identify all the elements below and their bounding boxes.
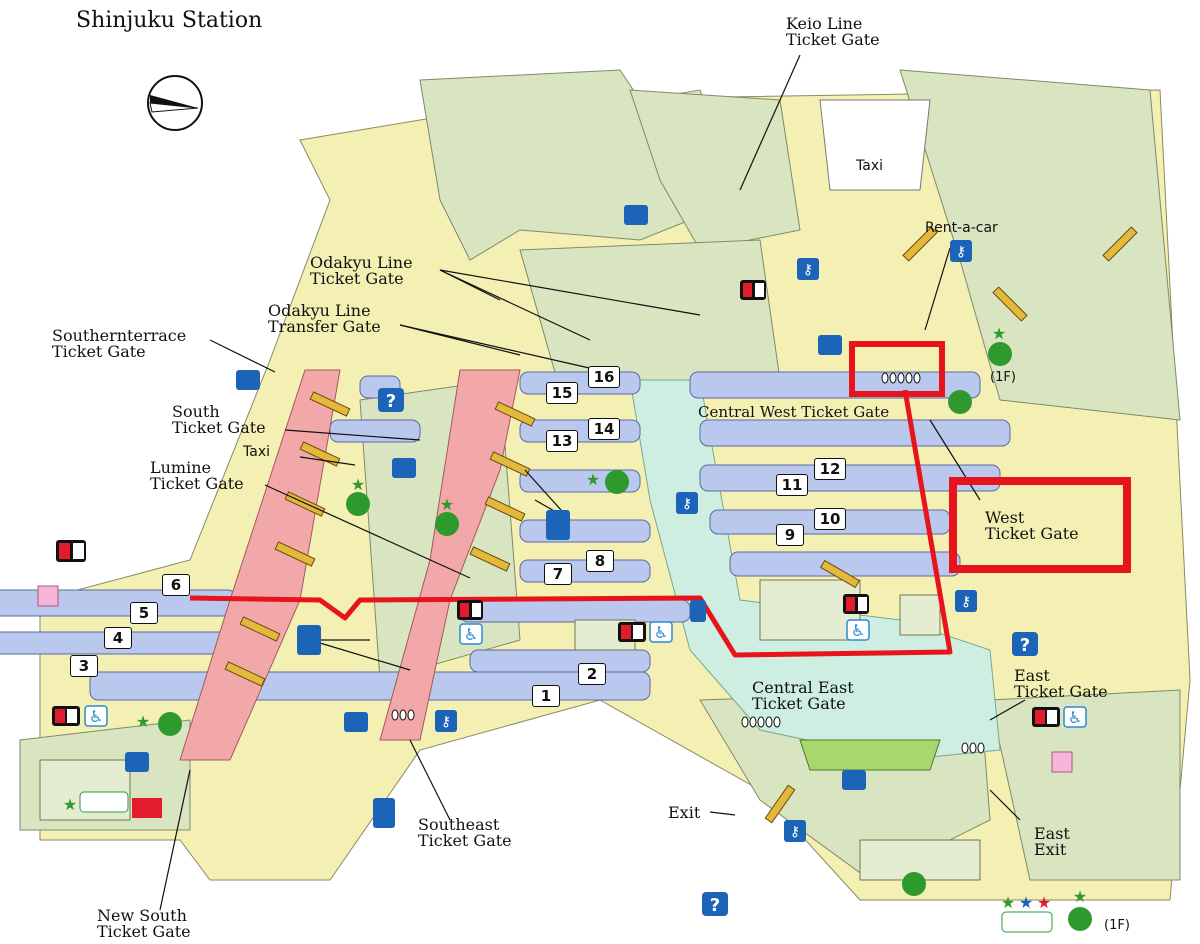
wc-icon: [56, 540, 86, 562]
label-west-gate: West Ticket Gate: [985, 508, 1079, 543]
label-southernterrace-gate: Southernterrace Ticket Gate: [52, 326, 187, 361]
platform-number-8: 8: [586, 550, 614, 572]
wc-icon: [843, 594, 869, 614]
svg-text:★: ★: [1019, 893, 1033, 912]
highlight-west-gate: [849, 341, 945, 397]
svg-text:♿: ♿: [851, 621, 865, 640]
platform-number-16: 16: [588, 366, 620, 388]
platform-number-4: 4: [104, 627, 132, 649]
label-east-exit: East Exit: [1034, 824, 1070, 859]
green-window-icon: ★ ★ ★ ★ ★ ★: [136, 324, 1092, 931]
platform-number-9: 9: [776, 524, 804, 546]
highlight-west-label: [949, 477, 1131, 573]
platform-number-10: 10: [814, 508, 846, 530]
svg-text:?: ?: [710, 895, 720, 916]
label-rent-a-car: Rent-a-car: [925, 220, 998, 236]
svg-text:★: ★: [1073, 887, 1087, 906]
elevator-icon: [297, 510, 706, 828]
platform-number-14: 14: [588, 418, 620, 440]
label-exit: Exit: [668, 803, 701, 822]
platform-number-6: 6: [162, 574, 190, 596]
platform-number-11: 11: [776, 474, 808, 496]
svg-text:★: ★: [440, 495, 454, 514]
platform-strips: [0, 371, 1011, 701]
wc-icon: [618, 622, 646, 642]
compass-icon: [147, 75, 203, 131]
svg-text:?: ?: [1020, 635, 1030, 656]
central-pink-concourse: [379, 369, 521, 741]
platform-number-15: 15: [546, 382, 578, 404]
taxi-pool: [819, 99, 931, 191]
wc-icon: [457, 600, 483, 620]
svg-text:★: ★: [992, 324, 1006, 343]
svg-text:⚷: ⚷: [956, 244, 966, 260]
svg-text:♿: ♿: [89, 707, 103, 726]
svg-text:♿: ♿: [1068, 708, 1082, 727]
east-building: [989, 689, 1181, 881]
view-plaza-icon: ★ ★★★: [63, 791, 1053, 933]
platform-number-5: 5: [130, 602, 158, 624]
wc-icon: [740, 280, 766, 300]
mid-building: [519, 239, 781, 391]
atm-icon: [125, 205, 866, 790]
walking-route: [189, 389, 953, 658]
label-floor-west: (1F): [990, 370, 1016, 385]
map-title: Shinjuku Station: [76, 8, 263, 33]
svg-text:⚷: ⚷: [441, 714, 451, 730]
elevator-box: [37, 585, 59, 607]
label-keio-gate: Keio Line Ticket Gate: [786, 14, 880, 49]
label-south-gate: South Ticket Gate: [172, 402, 266, 437]
svg-text:★: ★: [586, 470, 600, 489]
wc-icon: [52, 706, 80, 726]
locker-icon: ⚷ ⚷ ⚷ ⚷ ⚷ ⚷: [435, 240, 977, 842]
label-lumine-gate: Lumine Ticket Gate: [150, 458, 244, 493]
svg-text:★: ★: [1001, 893, 1015, 912]
platform-number-7: 7: [544, 563, 572, 585]
label-new-south-gate: New South Ticket Gate: [97, 906, 191, 941]
svg-text:★: ★: [351, 475, 365, 494]
west-plaza: [899, 69, 1181, 421]
svg-text:♿: ♿: [654, 623, 668, 642]
label-central-east-gate: Central East Ticket Gate: [752, 678, 854, 713]
gate-markers: [391, 372, 985, 754]
label-odakyu-gate: Odakyu Line Ticket Gate: [310, 253, 413, 288]
platform-number-2: 2: [578, 663, 606, 685]
svg-text:?: ?: [386, 391, 396, 412]
platform-number-13: 13: [546, 430, 578, 452]
svg-text:⚷: ⚷: [961, 594, 971, 610]
escalator-icons: [224, 226, 1138, 824]
elevator-box: [1051, 751, 1073, 773]
wc-icon: [1032, 707, 1060, 727]
label-odakyu-transfer: Odakyu Line Transfer Gate: [268, 301, 381, 336]
label-east-gate: East Ticket Gate: [1014, 666, 1108, 701]
platform-number-12: 12: [814, 458, 846, 480]
svg-text:♿: ♿: [464, 625, 478, 644]
svg-text:★: ★: [136, 712, 150, 731]
platform-number-1: 1: [532, 685, 560, 707]
label-taxi-mid: Taxi: [243, 444, 270, 460]
label-central-west-gate: Central West Ticket Gate: [698, 403, 890, 421]
svg-text:⚷: ⚷: [790, 824, 800, 840]
label-taxi-top: Taxi: [856, 158, 883, 174]
svg-text:⚷: ⚷: [803, 262, 813, 278]
svg-text:⚷: ⚷: [682, 496, 692, 512]
info-icon: ? ? ?: [378, 388, 1038, 916]
accessible-wc-icon: ♿ ♿ ♿ ♿ ♿: [84, 619, 1087, 728]
svg-text:★: ★: [63, 795, 77, 814]
label-floor-east: (1F): [1104, 918, 1130, 933]
label-southeast-gate: Southeast Ticket Gate: [418, 815, 512, 850]
platform-number-3: 3: [70, 655, 98, 677]
svg-text:★: ★: [1037, 893, 1051, 912]
central-east-bar: [799, 739, 941, 771]
